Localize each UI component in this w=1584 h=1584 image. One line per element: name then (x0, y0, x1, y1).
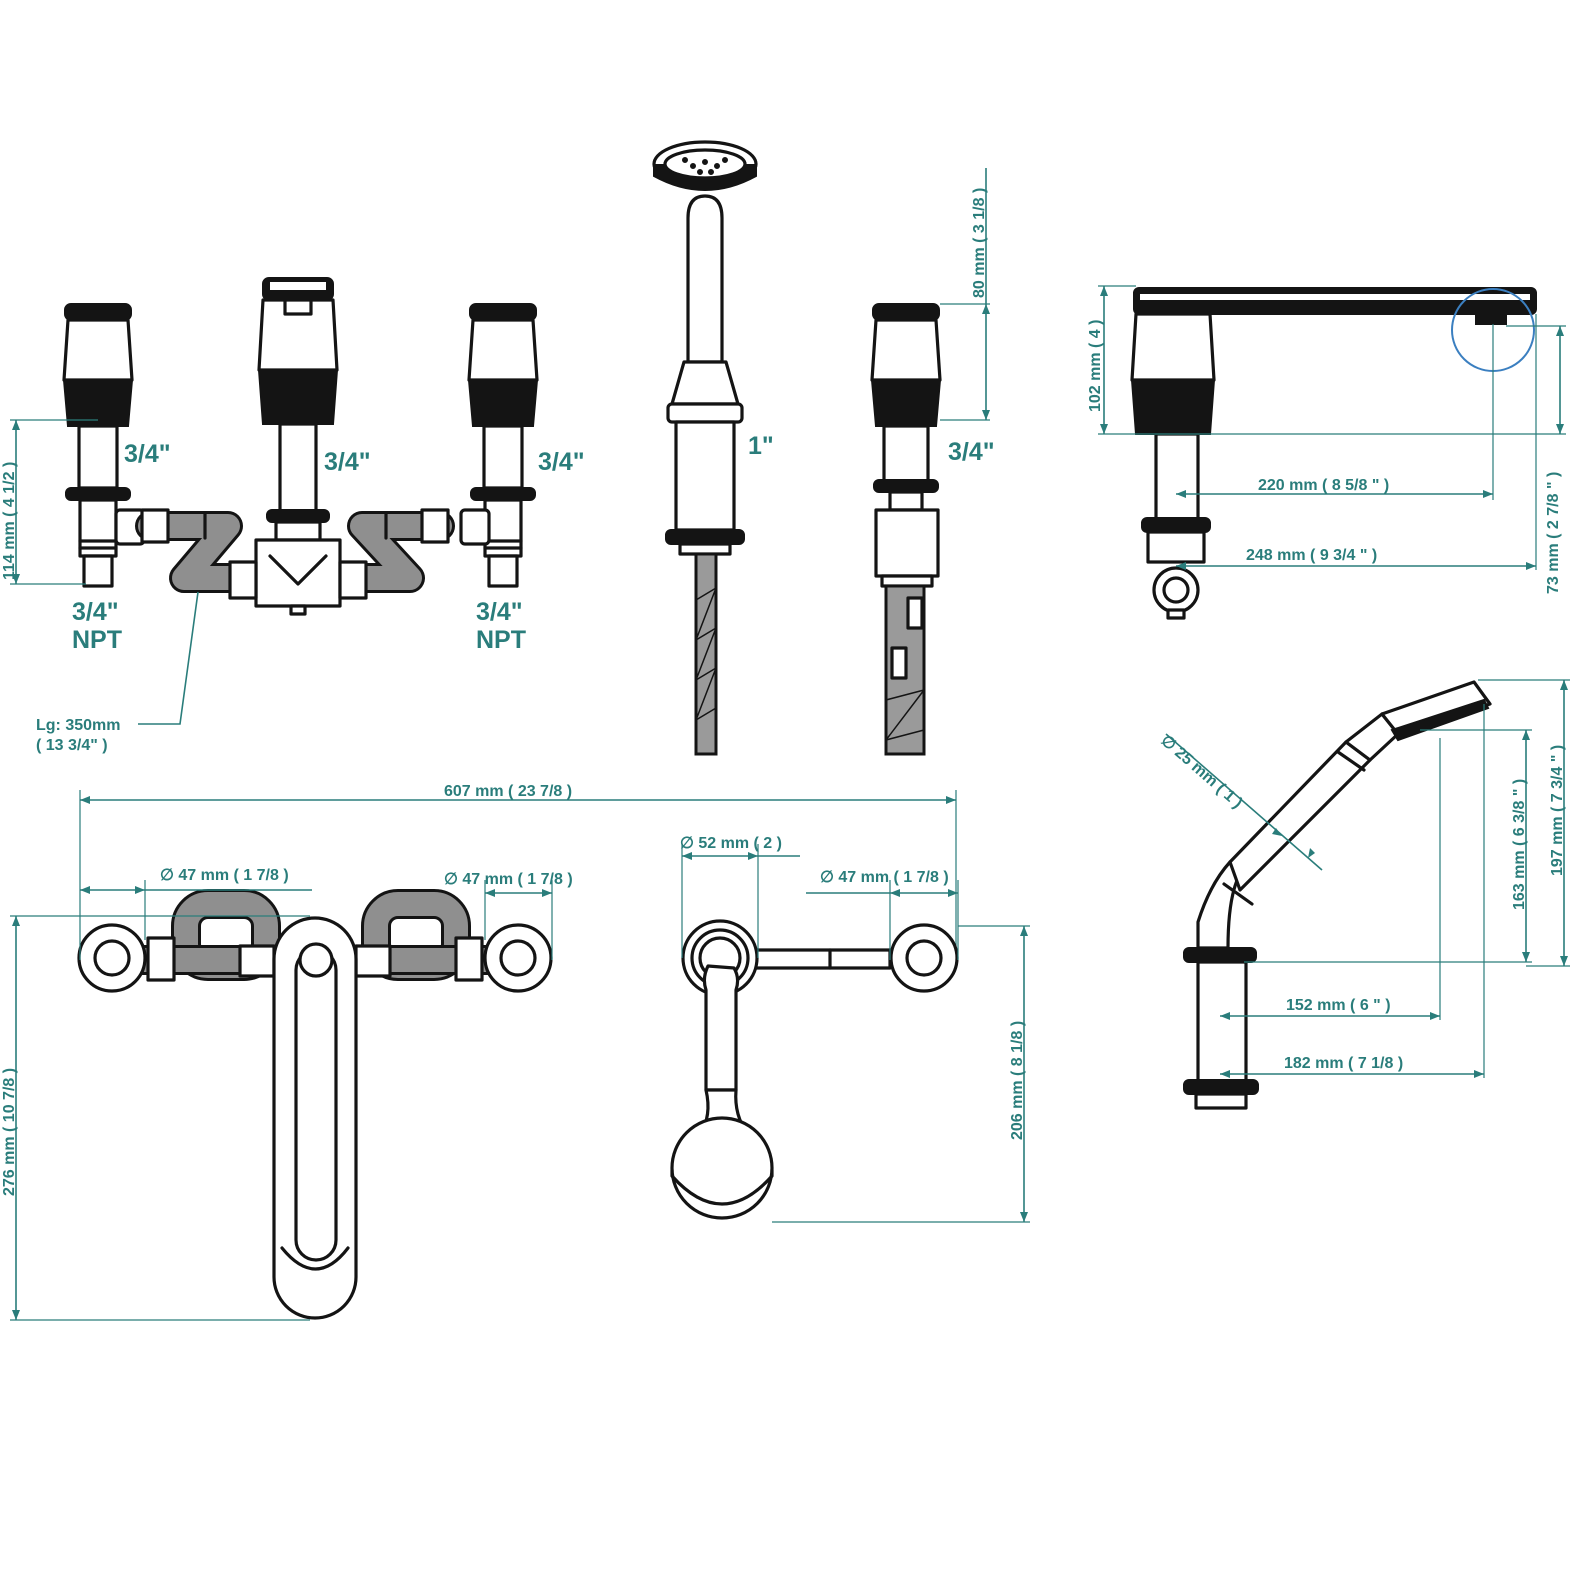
dim-114: 114 mm ( 4 1/2 ) (1, 462, 18, 580)
label-npt-right-type: NPT (476, 626, 526, 654)
dim-197: 197 mm ( 7 3/4 " ) (1549, 745, 1566, 876)
label-pipe-length: Lg: 350mm (36, 717, 120, 734)
dim-276: 276 mm ( 10 7/8 ) (1, 1068, 18, 1196)
label-pipe-length-in: ( 13 3/4" ) (36, 737, 108, 754)
dim-607: 607 mm ( 23 7/8 ) (444, 783, 572, 800)
hand-shower-angled-view: ∅ 25 mm ( 1 ) 163 mm ( 6 3/8 " ) 197 mm … (1157, 679, 1570, 1110)
dim-102: 102 mm ( 4 ) (1087, 320, 1104, 412)
label-npt-left-type: NPT (72, 626, 122, 654)
dim-dia-47-left: ∅ 47 mm ( 1 7/8 ) (160, 867, 289, 884)
dim-248: 248 mm ( 9 3/4 " ) (1246, 547, 1377, 564)
valve-left (62, 302, 146, 588)
dim-163: 163 mm ( 6 3/8 " ) (1511, 779, 1528, 910)
dim-dia-47-right: ∅ 47 mm ( 1 7/8 ) (444, 871, 573, 888)
dim-220: 220 mm ( 8 5/8 " ) (1258, 477, 1389, 494)
dim-206: 206 mm ( 8 1/8 ) (1009, 1021, 1026, 1140)
dim-182: 182 mm ( 7 1/8 ) (1284, 1055, 1403, 1072)
diverter-valve-side-view: 3/4" 80 mm ( 3 1/8 ) (870, 168, 995, 756)
label-conn-left: 3/4" (124, 440, 171, 468)
valve-center (254, 277, 342, 616)
hand-shower-side-view: 1" (652, 140, 774, 756)
label-conn-shower: 1" (748, 432, 774, 460)
mixer-top-view: ∅ 52 mm ( 2 ) ∅ 47 mm ( 1 7/8 ) 206 mm (… (670, 835, 1030, 1223)
label-conn-valve: 3/4" (948, 438, 995, 466)
label-npt-left-size: 3/4" (72, 598, 119, 626)
label-conn-right: 3/4" (538, 448, 585, 476)
dim-dia-47-top: ∅ 47 mm ( 1 7/8 ) (820, 869, 949, 886)
dim-152: 152 mm ( 6 " ) (1286, 997, 1391, 1014)
dim-dia-52: ∅ 52 mm ( 2 ) (680, 835, 782, 852)
dim-80: 80 mm ( 3 1/8 ) (971, 188, 988, 298)
crossover-pipes (135, 508, 455, 600)
spout-side-view: 102 mm ( 4 ) 73 mm ( 2 7/8 " ) 220 mm ( … (1087, 285, 1566, 620)
mixer-front-view: 607 mm ( 23 7/8 ) ∅ 47 mm ( 1 7/8 ) ∅ 47… (1, 783, 957, 1321)
label-conn-center: 3/4" (324, 448, 371, 476)
label-npt-right-size: 3/4" (476, 598, 523, 626)
dim-73: 73 mm ( 2 7/8 " ) (1545, 472, 1562, 594)
three-valve-assembly: 3/4" 3/4" 3/4" 3/4" NPT 3/4" NPT Lg: 350… (1, 277, 585, 754)
dim-dia-25: ∅ 25 mm ( 1 ) (1157, 732, 1245, 812)
valve-right (459, 302, 539, 588)
